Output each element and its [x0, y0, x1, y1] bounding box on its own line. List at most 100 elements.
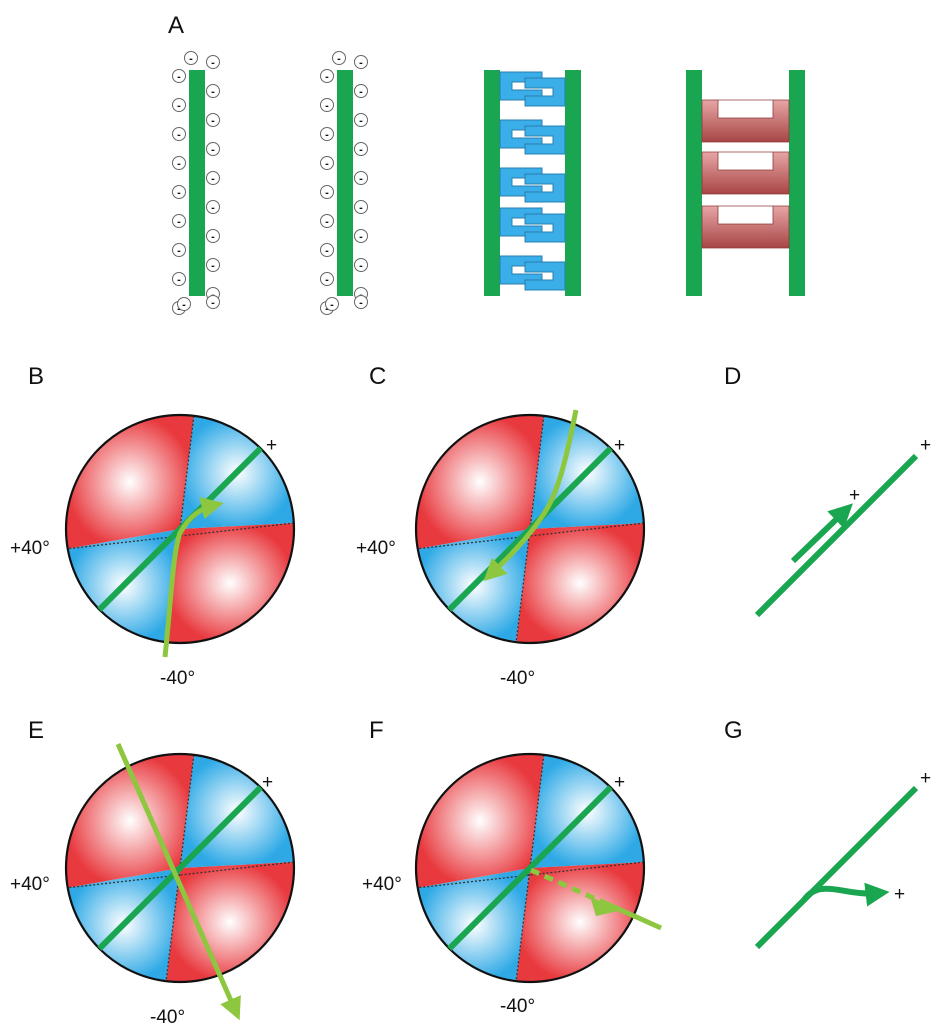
- svg-text:-: -: [211, 231, 215, 243]
- svg-text:-: -: [211, 86, 215, 98]
- svg-text:-: -: [211, 289, 215, 301]
- ion-cloud: ---------------------: [320, 51, 368, 315]
- negative-ion: -: [354, 55, 368, 69]
- negative-ion: -: [320, 127, 334, 141]
- quadrant-red: [166, 523, 294, 644]
- negative-ion: -: [206, 200, 220, 214]
- negative-ion: -: [320, 243, 334, 257]
- orientation-circle-f: [414, 752, 646, 984]
- svg-text:-: -: [189, 53, 193, 65]
- panel-a-fiber-1: ---------------------: [172, 51, 220, 315]
- circle-outline: [414, 413, 646, 645]
- green-arrow-c: [483, 409, 579, 582]
- negative-ion: -: [172, 98, 186, 112]
- ion-cloud: ---------------------: [172, 51, 220, 315]
- circle-outline: [64, 413, 296, 645]
- quadrant-red: [66, 753, 194, 888]
- svg-text:-: -: [330, 299, 334, 311]
- negative-ion: -: [206, 295, 220, 309]
- angle-label-bottom-c: -40°: [500, 668, 535, 689]
- svg-text:-: -: [325, 274, 329, 286]
- plus-label-e: +: [262, 772, 273, 793]
- blue-linker: [499, 255, 566, 291]
- fiber-bar: [565, 70, 581, 296]
- negative-ion: -: [354, 229, 368, 243]
- angle-label-bottom-e: -40°: [150, 1007, 185, 1028]
- negative-ion: -: [325, 297, 339, 311]
- fiber-bar: [484, 70, 500, 296]
- negative-ion: -: [206, 229, 220, 243]
- plus-label-line-d: +: [920, 435, 931, 456]
- svg-text:-: -: [325, 158, 329, 170]
- svg-text:-: -: [359, 115, 363, 127]
- panel-label-c: C: [369, 363, 386, 390]
- svg-text:-: -: [325, 71, 329, 83]
- angle-label-left-b: +40°: [10, 538, 50, 559]
- svg-text:-: -: [211, 144, 215, 156]
- svg-text:-: -: [211, 260, 215, 272]
- svg-text:-: -: [177, 216, 181, 228]
- svg-text:-: -: [359, 86, 363, 98]
- svg-text:-: -: [211, 173, 215, 185]
- dotted-axis: [417, 861, 644, 889]
- negative-ion: -: [320, 69, 334, 83]
- negative-ion: -: [206, 171, 220, 185]
- quadrant-red: [166, 862, 295, 983]
- plus-label-c: +: [614, 435, 625, 456]
- svg-text:-: -: [359, 231, 363, 243]
- negative-ion: -: [354, 113, 368, 127]
- panel-a-fiber-2: ---------------------: [320, 51, 368, 315]
- negative-ion: -: [354, 258, 368, 272]
- negative-ion: -: [354, 84, 368, 98]
- svg-text:-: -: [359, 144, 363, 156]
- fiber-diagonal: [447, 785, 613, 951]
- svg-text:-: -: [359, 202, 363, 214]
- negative-ion: -: [172, 214, 186, 228]
- quadrant-red: [516, 523, 644, 643]
- quadrant-red: [415, 414, 544, 549]
- arrowhead-f: [590, 896, 618, 916]
- svg-text:-: -: [211, 202, 215, 214]
- svg-text:-: -: [177, 129, 181, 141]
- negative-ion: -: [206, 84, 220, 98]
- negative-ion: -: [354, 200, 368, 214]
- svg-text:-: -: [177, 274, 181, 286]
- svg-text:-: -: [177, 158, 181, 170]
- negative-ion: -: [206, 113, 220, 127]
- negative-ion: -: [320, 98, 334, 112]
- negative-ion: -: [172, 156, 186, 170]
- quadrant-red: [415, 753, 544, 888]
- angle-label-left-e: +40°: [10, 874, 50, 895]
- dotted-axis: [67, 861, 294, 889]
- quadrant-red: [66, 414, 194, 549]
- negative-ion: -: [320, 214, 334, 228]
- svg-text:-: -: [211, 297, 215, 309]
- red-linker: [701, 99, 790, 143]
- svg-text:-: -: [177, 187, 181, 199]
- negative-ion: -: [354, 295, 368, 309]
- panel-label-f: F: [369, 717, 384, 744]
- blue-linker: [499, 71, 566, 107]
- svg-text:-: -: [359, 260, 363, 272]
- negative-ion: -: [206, 142, 220, 156]
- arrow-parallel-d: [790, 503, 853, 564]
- negative-ion: -: [320, 185, 334, 199]
- plus-label-arrow-d: +: [849, 485, 860, 506]
- green-arrow-e: [115, 742, 241, 1021]
- plus-label-line-g: +: [920, 768, 931, 789]
- panel-a-fiber-pair-red: [686, 70, 805, 296]
- negative-ion: -: [177, 297, 191, 311]
- angle-label-bottom-b: -40°: [160, 668, 195, 689]
- fiber-line-d: [754, 453, 919, 618]
- blue-linker: [499, 207, 566, 243]
- plus-label-f: +: [614, 772, 625, 793]
- svg-text:-: -: [359, 173, 363, 185]
- svg-text:-: -: [359, 57, 363, 69]
- circle-outline: [64, 752, 296, 984]
- orientation-circle-e: [64, 752, 296, 984]
- panel-label-b: B: [28, 363, 44, 390]
- negative-ion: -: [172, 243, 186, 257]
- angle-label-left-c: +40°: [356, 538, 396, 559]
- svg-text:-: -: [337, 53, 341, 65]
- dotted-axis: [417, 522, 644, 550]
